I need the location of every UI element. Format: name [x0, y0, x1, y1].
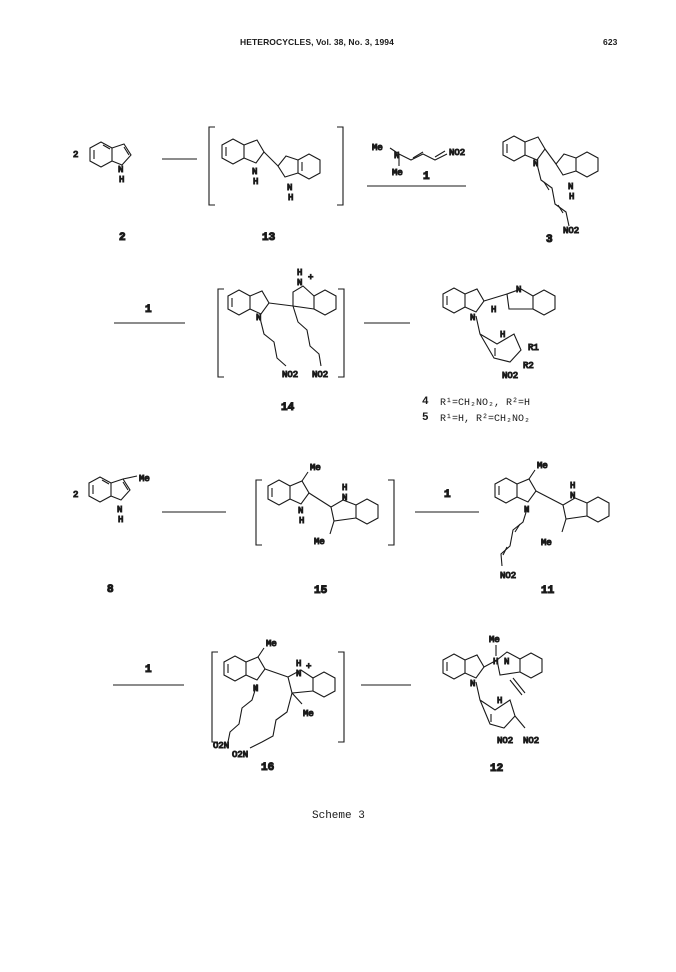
product-structure-3 [502, 135, 599, 227]
atom-no2: NO2 [282, 370, 298, 380]
atom-me: Me [541, 538, 552, 548]
atom-h: H [342, 483, 347, 493]
substituent-r1: R1 [528, 343, 539, 353]
dimer-structure-15 [267, 471, 379, 535]
atom-plus: + [308, 273, 313, 283]
atom-me: Me [310, 463, 321, 473]
cyclized-structure-4-5 [442, 287, 556, 363]
atom-me: Me [266, 639, 277, 649]
atom-h: H [500, 330, 505, 340]
atom-n: N [533, 159, 538, 169]
reagent-label: 1 [145, 304, 152, 316]
compound-label-2: 2 [119, 232, 126, 244]
atom-n: N [118, 165, 123, 175]
atom-n: N [504, 657, 509, 667]
atom-me: Me [314, 537, 325, 547]
atom-h: H [569, 192, 574, 202]
bracket-left [211, 651, 218, 743]
atom-me: Me [303, 709, 314, 719]
compound-label-14: 14 [281, 402, 295, 414]
atom-n: N [117, 505, 122, 515]
atom-h: H [297, 268, 302, 278]
atom-no2: NO2 [500, 571, 516, 581]
atom-me: Me [489, 635, 500, 645]
intermediate-structure-16 [223, 647, 336, 749]
atom-o2n: O2N [232, 750, 248, 760]
substituent-r2: R2 [523, 361, 534, 371]
atom-no2: NO2 [497, 736, 513, 746]
atom-n: N [568, 182, 573, 192]
atom-h: H [296, 659, 301, 669]
atom-o2n: O2N [213, 741, 229, 751]
atom-h: H [118, 515, 123, 525]
diindole-structure-13 [221, 138, 321, 180]
compound-label-4: 4 [422, 396, 429, 408]
atom-n: N [252, 167, 257, 177]
spiro-intermediate-14 [227, 285, 337, 367]
bracket-right [338, 288, 345, 378]
atom-plus: + [306, 662, 311, 672]
bracket-right [338, 651, 345, 743]
scheme-caption: Scheme 3 [312, 810, 365, 822]
atom-me: Me [392, 168, 403, 178]
indole-structure-2 [89, 141, 132, 168]
compound-label-3: 3 [546, 234, 553, 246]
atom-me: Me [537, 461, 548, 471]
substituent-line-5: R¹=H, R²=CH₂NO₂ [440, 414, 531, 425]
coefficient: 2 [73, 490, 78, 500]
compound-label-11: 11 [541, 585, 555, 597]
reagent-structure-1 [389, 147, 448, 166]
compound-label-16: 16 [261, 762, 274, 774]
substituent-line-4: R¹=CH₂NO₂, R²=H [440, 398, 531, 409]
compound-label-5: 5 [422, 412, 429, 424]
atom-n: N [253, 684, 258, 694]
atom-h: H [497, 696, 502, 706]
compound-label-15: 15 [314, 585, 328, 597]
atom-n: N [256, 313, 261, 323]
compound-label-12: 12 [490, 763, 503, 775]
atom-no2: NO2 [563, 226, 579, 236]
bracket-left [255, 479, 262, 546]
atom-n: N [297, 278, 302, 288]
atom-h: H [288, 193, 293, 203]
product-structure-11 [494, 469, 610, 567]
atom-no2: NO2 [312, 370, 328, 380]
atom-h: H [253, 177, 258, 187]
atom-me: Me [372, 143, 383, 153]
atom-no2: NO2 [502, 371, 518, 381]
atom-h: H [119, 175, 124, 185]
atom-h: H [570, 481, 575, 491]
atom-n: N [524, 505, 529, 515]
atom-n: N [470, 679, 475, 689]
reagent-label: 1 [423, 171, 430, 183]
bracket-left [217, 288, 224, 378]
reagent-label: 1 [444, 489, 451, 501]
atom-n: N [516, 285, 521, 295]
atom-n: N [287, 183, 292, 193]
atom-n: N [570, 491, 575, 501]
atom-h: H [299, 516, 304, 526]
atom-n: N [342, 493, 347, 503]
atom-n: N [394, 151, 399, 161]
journal-header: HETEROCYCLES, Vol. 38, No. 3, 1994 [240, 37, 394, 47]
atom-no2: NO2 [523, 736, 539, 746]
methylindole-structure-8 [88, 475, 138, 503]
compound-label-13: 13 [262, 232, 276, 244]
bracket-right [337, 126, 344, 206]
atom-n: N [298, 506, 303, 516]
atom-no2: NO2 [449, 148, 465, 158]
product-structure-12 [442, 645, 543, 729]
coefficient: 2 [73, 150, 78, 160]
reagent-label: 1 [145, 664, 152, 676]
bracket-right [388, 479, 395, 546]
atom-h: H [493, 657, 498, 667]
bracket-left [208, 126, 215, 206]
atom-h: H [491, 305, 496, 315]
compound-label-8: 8 [107, 584, 114, 596]
atom-me: Me [139, 474, 150, 484]
page-number: 623 [603, 37, 618, 47]
atom-n: N [470, 313, 475, 323]
atom-n: N [296, 669, 301, 679]
